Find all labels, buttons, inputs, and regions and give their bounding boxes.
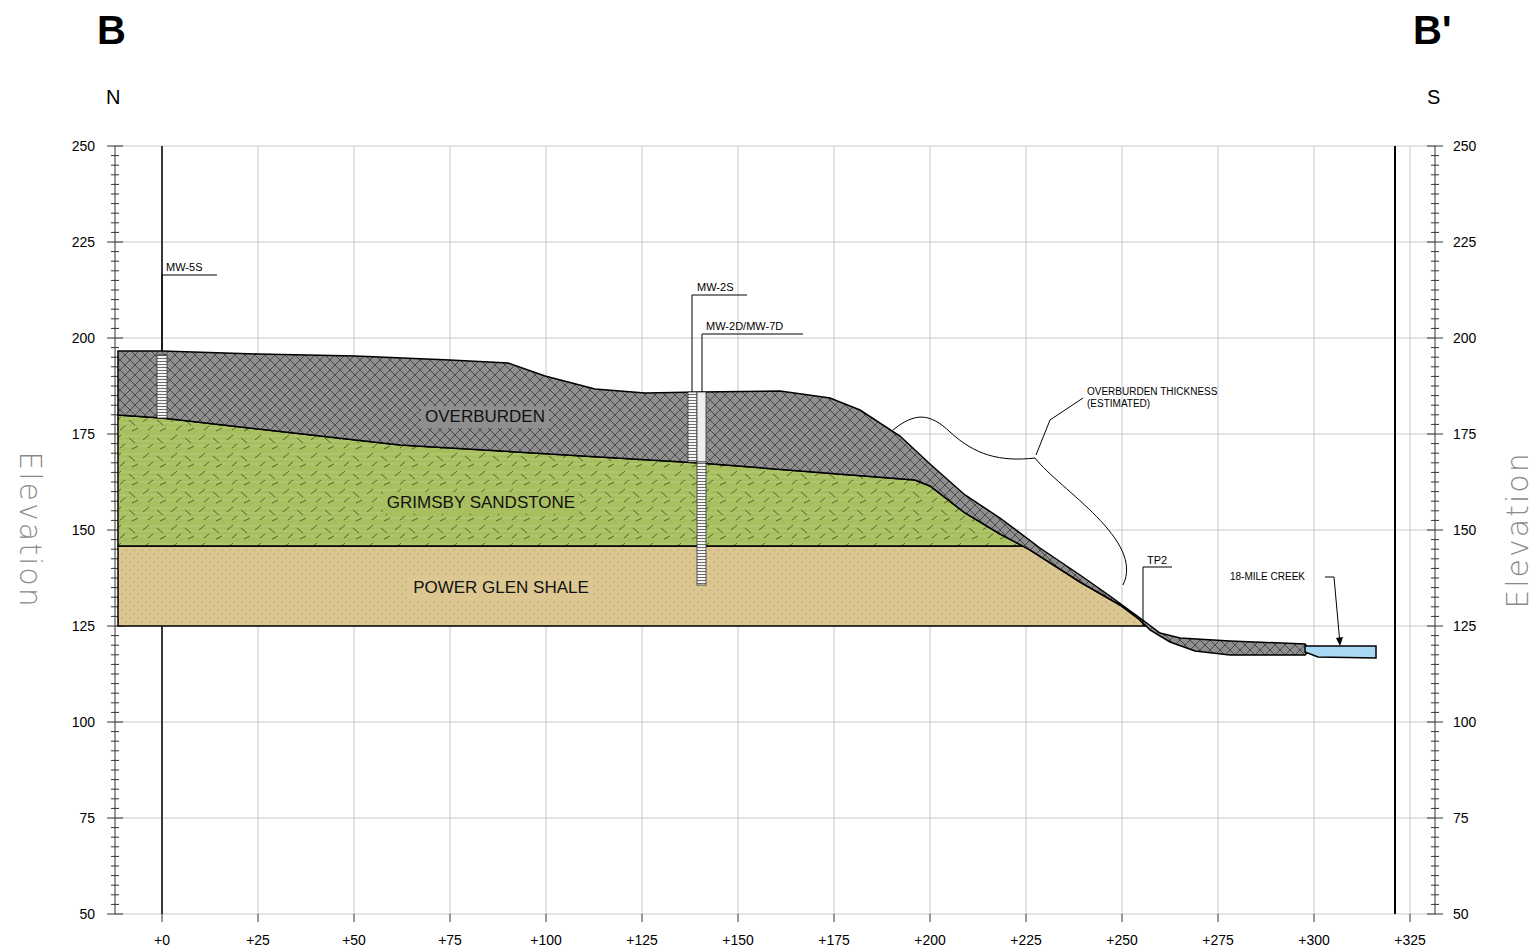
well-label: MW-5S: [166, 261, 202, 274]
grid-line: [1314, 914, 1315, 922]
station-value: +200: [914, 932, 946, 948]
axis-value: 100: [72, 714, 95, 730]
test-pit-label: TP2: [1147, 554, 1167, 567]
rock-layer-label: OVERBURDEN: [421, 406, 549, 428]
grid-line: [930, 914, 931, 922]
grid-line: [1410, 146, 1411, 914]
grid-line: [738, 914, 739, 922]
axis-value: 175: [72, 426, 95, 442]
callout-note: OVERBURDEN THICKNESS (ESTIMATED): [1087, 386, 1237, 409]
section-line: [1394, 146, 1396, 914]
grid-line: [642, 914, 643, 922]
grid-line: [546, 914, 547, 922]
axis-value: 75: [79, 810, 95, 826]
grid-line: [354, 914, 355, 922]
well-casing: [697, 392, 706, 462]
layer-name: GRIMSBY SANDSTONE: [387, 493, 575, 512]
grid-line: [115, 242, 1435, 243]
axis-value: 175: [1453, 426, 1476, 442]
station-value: +300: [1298, 932, 1330, 948]
station-value: +250: [1106, 932, 1138, 948]
well-label: MW-2S: [697, 281, 733, 294]
rock-layer-label: GRIMSBY SANDSTONE: [383, 492, 579, 514]
station-value: +100: [530, 932, 562, 948]
station-value: +125: [626, 932, 658, 948]
direction: N: [106, 86, 120, 109]
section-letter: B': [1413, 7, 1451, 53]
station-value: +75: [438, 932, 462, 948]
axis-value: 200: [72, 330, 95, 346]
station-value: +225: [1010, 932, 1042, 948]
axis-value: 75: [1453, 810, 1469, 826]
layer-name: OVERBURDEN: [425, 407, 545, 426]
station-value: +175: [818, 932, 850, 948]
grid-line: [115, 338, 1435, 339]
grid-line: [1122, 146, 1123, 914]
station-value: +50: [342, 932, 366, 948]
overburden-layer: [118, 351, 1310, 655]
axis-value: 125: [1453, 618, 1476, 634]
grid-line: [450, 914, 451, 922]
axis-value: 125: [72, 618, 95, 634]
grid-line: [115, 914, 1435, 915]
axis-value: 250: [1453, 138, 1476, 154]
direction: S: [1427, 86, 1440, 109]
section-letter: B: [97, 7, 126, 53]
axis-line: [115, 146, 116, 914]
well-screen: [688, 392, 697, 462]
axis-title: Elevation: [13, 451, 48, 608]
station-value: +25: [246, 932, 270, 948]
grid-line: [1122, 914, 1123, 922]
rock-layer-label: POWER GLEN SHALE: [409, 577, 593, 599]
layer-name: POWER GLEN SHALE: [413, 578, 589, 597]
grid-line: [1026, 146, 1027, 914]
axis-value: 150: [1453, 522, 1476, 538]
feature-label: 18-MILE CREEK: [1229, 571, 1306, 583]
axis-value: 225: [72, 234, 95, 250]
grid-line: [162, 914, 163, 922]
grid-line: [115, 146, 1435, 147]
well-screen: [157, 355, 167, 418]
grid-line: [1314, 146, 1315, 914]
shale-layer: [118, 546, 1145, 626]
axis-line: [1435, 146, 1436, 914]
grid-line: [1218, 914, 1219, 922]
axis-value: 200: [1453, 330, 1476, 346]
station-value: +275: [1202, 932, 1234, 948]
creek: [1305, 646, 1376, 658]
axis-value: 250: [72, 138, 95, 154]
axis-value: 50: [79, 906, 95, 922]
well-label: MW-2D/MW-7D: [706, 320, 783, 333]
station-value: +150: [722, 932, 754, 948]
axis-value: 100: [1453, 714, 1476, 730]
grid-line: [258, 914, 259, 922]
grid-line: [1218, 146, 1219, 914]
grid-line: [115, 818, 1435, 819]
grid-line: [115, 722, 1435, 723]
grid-line: [1410, 914, 1411, 922]
grid-line: [1026, 914, 1027, 922]
axis-value: 225: [1453, 234, 1476, 250]
grid-line: [834, 914, 835, 922]
leader-lines: [162, 275, 1340, 644]
axis-value: 150: [72, 522, 95, 538]
station-value: +0: [154, 932, 170, 948]
well-screen: [697, 462, 706, 585]
arrowhead: [1336, 637, 1343, 646]
station-value: +325: [1394, 932, 1426, 948]
axis-title: Elevation: [1501, 451, 1535, 608]
axis-value: 50: [1453, 906, 1469, 922]
